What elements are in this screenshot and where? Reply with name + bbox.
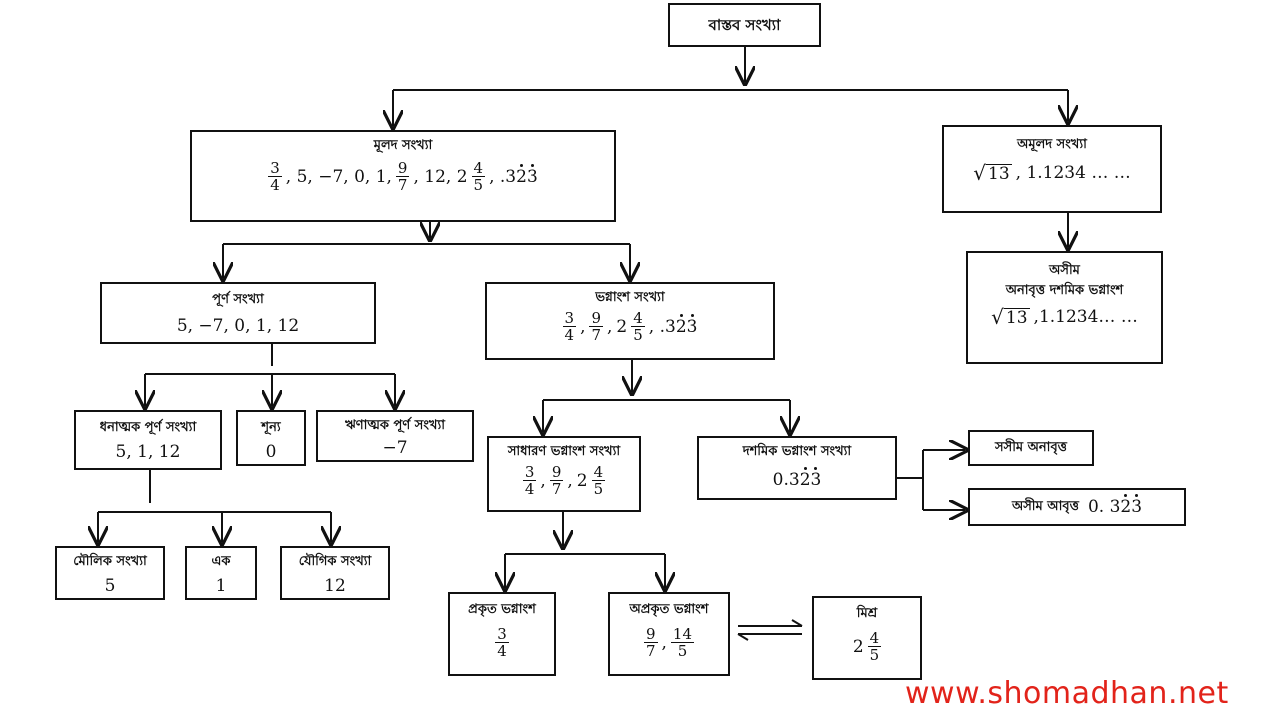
positive-integer-box: ধনাত্মক পূর্ণ সংখ্যা 5, 1, 12 — [74, 410, 222, 470]
fraction-title: ভগ্নাংশ সংখ্যা — [595, 290, 665, 305]
positive-integer-values: 5, 1, 12 — [115, 442, 181, 462]
decimal-fraction-title: দশমিক ভগ্নাংশ সংখ্যা — [742, 444, 852, 459]
prime-number-value: 5 — [104, 576, 116, 596]
one-box: এক 1 — [185, 546, 257, 600]
rational-values-mid2: , 12, 2 — [413, 166, 468, 187]
negative-integer-title: ঋণাত্মক পূর্ণ সংখ্যা — [344, 418, 445, 433]
proper-fraction-title: প্রকৃত ভগ্নাংশ — [468, 602, 536, 617]
negative-integer-box: ঋণাত্মক পূর্ণ সংখ্যা −7 — [316, 410, 474, 462]
rational-values-mid: , 5, −7, 0, 1, — [285, 166, 392, 187]
improper-fraction-title: অপ্রকৃত ভগ্নাংশ — [629, 602, 709, 617]
integer-box: পূর্ণ সংখ্যা 5, −7, 0, 1, 12 — [100, 282, 376, 344]
mixed-whole: 2 — [852, 636, 864, 657]
one-title: এক — [211, 554, 231, 569]
prime-number-title: মৌলিক সংখ্যা — [73, 554, 147, 569]
square-root-13: √13 — [973, 161, 1012, 185]
mixed-fraction-title: মিশ্র — [856, 606, 878, 621]
watermark-url: www.shomadhan.net — [905, 676, 1229, 711]
terminating-decimal-box: সসীম অনাবৃত্ত — [968, 430, 1094, 466]
terminating-decimal-title: সসীম অনাবৃত্ত — [995, 440, 1067, 455]
mixed-whole: 2 — [576, 470, 588, 491]
non-terminating-decimal-box: অসীম অনাবৃত্ত দশমিক ভগ্নাংশ √13 ,1.1234…… — [966, 251, 1163, 364]
decimal-fraction-value: 0.323 — [772, 467, 822, 490]
recurring-decimal: , .323 — [648, 313, 698, 337]
zero-box: শূন্য 0 — [236, 410, 306, 466]
composite-number-title: যৌগিক সংখ্যা — [298, 554, 372, 569]
irrational-title: অমূলদ সংখ্যা — [1017, 137, 1087, 152]
irrational-values: √13 , 1.1234 … … — [944, 163, 1160, 183]
positive-integer-title: ধনাত্মক পূর্ণ সংখ্যা — [99, 420, 197, 435]
integer-values: 5, −7, 0, 1, 12 — [176, 316, 300, 336]
decimal-fraction-box: দশমিক ভগ্নাংশ সংখ্যা 0.323 — [697, 436, 897, 500]
composite-number-box: যৌগিক সংখ্যা 12 — [280, 546, 390, 600]
non-terminating-line1: অসীম — [1049, 263, 1080, 278]
one-value: 1 — [215, 576, 227, 596]
prime-number-box: মৌলিক সংখ্যা 5 — [55, 546, 165, 600]
integer-title: পূর্ণ সংখ্যা — [212, 292, 264, 307]
real-numbers-title: বাস্তব সংখ্যা — [708, 16, 781, 34]
non-terminating-decimal: ,1.1234… … — [1033, 307, 1138, 327]
mixed-whole: 2 — [616, 316, 628, 337]
negative-integer-value: −7 — [382, 438, 408, 458]
recurring-decimal: , .323 — [489, 163, 538, 187]
rational-title: মূলদ সংখ্যা — [373, 138, 433, 153]
non-terminating-line2: অনাবৃত্ত দশমিক ভগ্নাংশ — [1005, 283, 1124, 298]
square-root-13: √13 — [991, 305, 1030, 329]
common-fraction-title: সাধারণ ভগ্নাংশ সংখ্যা — [507, 444, 621, 459]
irrational-numbers-box: অমূলদ সংখ্যা √13 , 1.1234 … … — [942, 125, 1162, 213]
recurring-decimal-value: 0. 323 — [1087, 494, 1143, 517]
irrational-decimal: , 1.1234 … … — [1015, 163, 1131, 183]
zero-title: শূন্য — [261, 420, 281, 435]
real-numbers-box: বাস্তব সংখ্যা — [668, 3, 821, 47]
zero-value: 0 — [265, 442, 277, 462]
non-terminating-values: √13 ,1.1234… … — [968, 307, 1161, 327]
recurring-decimal-box: অসীম আবৃত্ত 0. 323 — [968, 488, 1186, 526]
recurring-decimal-title: অসীম আবৃত্ত — [1011, 499, 1079, 514]
composite-number-value: 12 — [324, 576, 346, 596]
